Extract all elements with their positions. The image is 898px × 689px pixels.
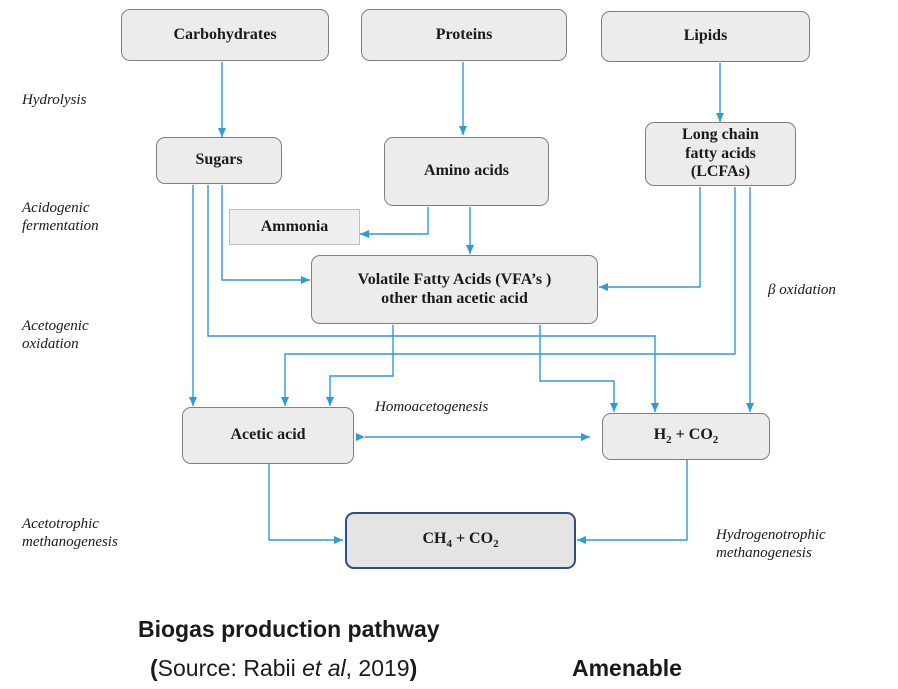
vfa-node: Volatile Fatty Acids (VFA’s ) other than… [311,255,598,324]
stage-homoacetogenesis: Homoacetogenesis [375,399,489,415]
h2-co2-label: H2 + CO2 [653,426,719,447]
amino-acids-label: Amino acids [424,162,509,180]
vfa-label-line2: other than acetic acid [381,289,528,307]
ch4-co2-label: CH4 + CO2 [422,530,499,551]
sugars-node: Sugars [156,137,282,184]
lcfa-label-line3: (LCFAs) [690,163,751,181]
acetic-acid-node: Acetic acid [182,407,354,464]
ammonia-label: Ammonia [260,217,329,235]
h2-co2-node: H2 + CO2 [602,413,770,460]
arrow-sugars-to-h2 [207,185,659,412]
proteins-label: Proteins [435,25,493,43]
carbohydrates-node: Carbohydrates [121,9,329,61]
arrow-lcfa-to-acetic [281,187,736,406]
lipids-label: Lipids [683,27,728,45]
arrow-h2-to-ch4 [577,460,688,544]
vfa-label-line1: Volatile Fatty Acids (VFA’s ) [357,271,552,289]
lcfa-node: Long chain fatty acids (LCFAs) [645,122,796,186]
amino-acids-node: Amino acids [384,137,549,206]
arrow-amino-to-ammonia [360,207,429,238]
stage-acetogenic-oxidation: Acetogenic oxidation [22,318,89,352]
stage-hydrogenotrophic-methanogenesis: Hydrogenotrophic methanogenesis [716,527,826,561]
ch4-co2-node: CH4 + CO2 [345,512,576,569]
lcfa-label-line2: fatty acids [685,144,756,162]
stage-beta-oxidation: β oxidation [768,282,836,298]
arrow-vfa-to-h2 [539,325,618,412]
arrow-sugars-to-vfa [221,185,310,284]
sugars-label: Sugars [195,151,243,169]
caption-source: (Source: Rabii et al, 2019) [150,655,418,681]
ammonia-node: Ammonia [229,209,360,245]
stage-acetotrophic-methanogenesis: Acetotrophic methanogenesis [22,516,118,550]
acetic-acid-label: Acetic acid [230,426,306,444]
lipids-node: Lipids [601,11,810,62]
arrow-lcfa-to-vfa [599,187,701,291]
stage-hydrolysis: Hydrolysis [22,92,87,108]
stage-acidogenic-fermentation: Acidogenic fermentation [22,200,99,234]
carbohydrates-label: Carbohydrates [173,25,277,43]
arrow-acetic-to-ch4 [268,464,343,544]
proteins-node: Proteins [361,9,567,61]
biogas-pathway-diagram: Carbohydrates Proteins Lipids Sugars Ami… [22,9,836,569]
lcfa-label-line1: Long chain [682,126,759,144]
arrow-vfa-to-acetic [326,325,394,406]
caption-title: Biogas production pathway [138,616,440,642]
arrow-layer [189,62,754,544]
caption-side-word: Amenable [572,655,682,681]
